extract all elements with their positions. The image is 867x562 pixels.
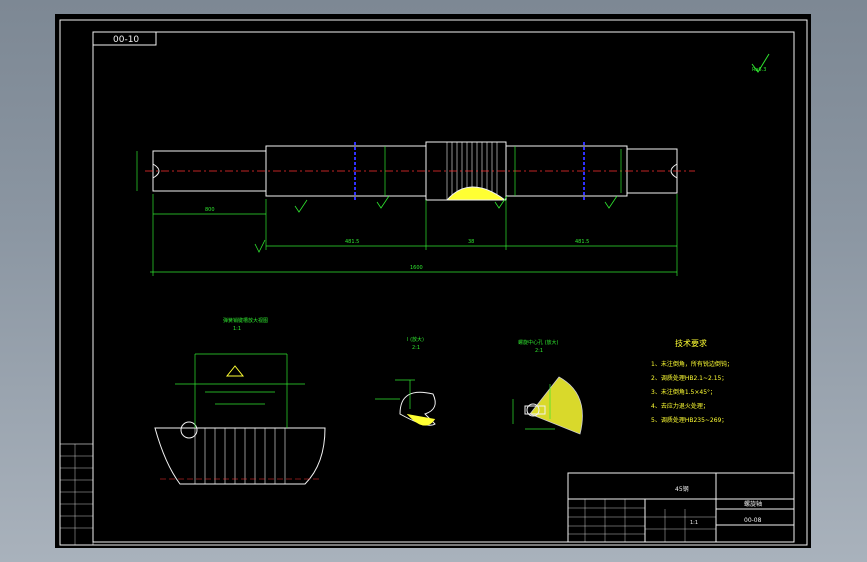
dim-center-span: 38 (468, 239, 474, 245)
svg-text:螺旋中心孔 (放大): 螺旋中心孔 (放大) (518, 339, 559, 346)
sheet-border-inner (92, 31, 795, 543)
svg-text:弹簧销键槽放大视图: 弹簧销键槽放大视图 (223, 317, 268, 324)
technical-requirements: 技术要求 1、未注倒角，所有锐边倒钝； 2、调质处理HB2.1~2.15； 3、… (651, 338, 733, 424)
dim-left-span: 481.5 (345, 239, 359, 245)
svg-text:I (放大): I (放大) (407, 336, 424, 343)
tech-req-item-4: 4、去应力退火处理； (651, 402, 709, 410)
code-tab-text: 00-10 (113, 35, 139, 45)
side-stamp-block (59, 443, 94, 546)
tech-req-item-1: 1、未注倒角，所有锐边倒钝； (651, 360, 733, 368)
title-block: 45钢 螺旋轴 00-08 1:1 (567, 472, 795, 543)
detail-view-b: 螺旋中心孔 (放大) 2:1 (512, 339, 583, 435)
detail-view-a: I (放大) 2:1 (375, 336, 436, 426)
sheet-border-outer (59, 19, 808, 546)
shaft-main-view: 800 481.5 38 481.5 1600 (136, 141, 695, 276)
dim-left-journal: 800 (205, 207, 215, 213)
title-scale: 1:1 (690, 520, 698, 526)
cad-viewport[interactable]: 00-10 Ra6.3 (55, 14, 811, 548)
cad-drawing-canvas[interactable]: 00-10 Ra6.3 (55, 14, 811, 548)
tech-req-title: 技术要求 (675, 338, 707, 348)
svg-text:2:1: 2:1 (412, 345, 420, 351)
dim-right-span: 481.5 (575, 239, 589, 245)
svg-text:1:1: 1:1 (233, 326, 241, 332)
title-material: 45钢 (675, 485, 689, 493)
code-tab (92, 31, 157, 46)
tech-req-item-5: 5、调质处理HB235~269； (651, 416, 727, 424)
svg-text:Ra6.3: Ra6.3 (752, 67, 766, 73)
title-drawing-no: 00-08 (744, 517, 762, 524)
tech-req-item-3: 3、未注倒角1.5×45°； (651, 388, 716, 396)
tech-req-item-2: 2、调质处理HB2.1~2.15； (651, 374, 727, 382)
title-part-name: 螺旋轴 (744, 500, 762, 508)
svg-text:2:1: 2:1 (535, 348, 543, 354)
roughness-symbol: Ra6.3 (751, 53, 770, 73)
dim-overall-length: 1600 (410, 265, 423, 271)
section-view: 弹簧销键槽放大视图 1:1 (154, 317, 326, 485)
